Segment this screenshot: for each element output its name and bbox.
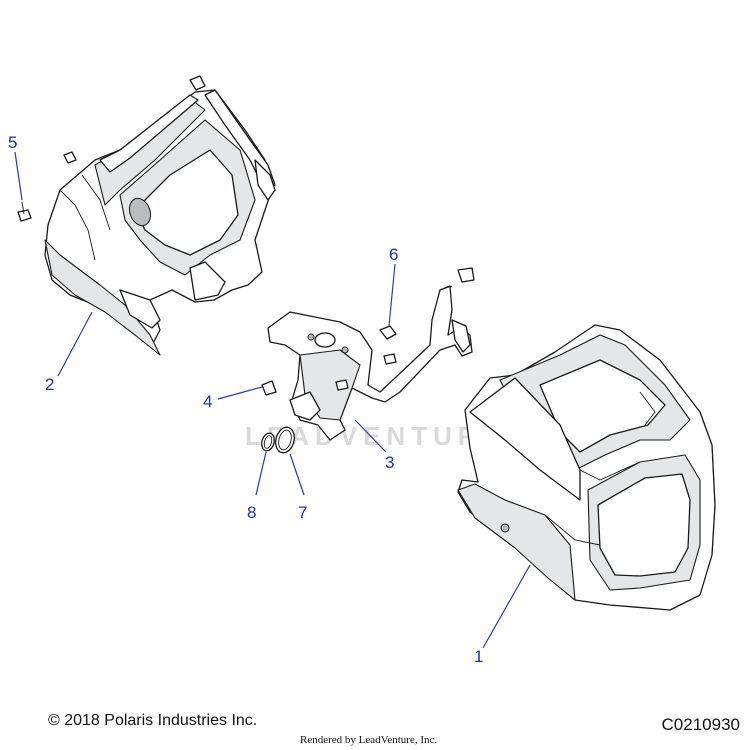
callout-5: 5 <box>8 133 17 152</box>
bracket-clip <box>457 267 475 283</box>
part-4-clip <box>261 380 277 396</box>
callout-3: 3 <box>385 453 394 472</box>
callout-8: 8 <box>247 503 256 522</box>
callout-4: 4 <box>203 392 212 411</box>
callout-1: 1 <box>474 647 483 666</box>
callout-6: 6 <box>389 245 398 264</box>
part-6-nut <box>379 325 397 340</box>
part-2-upper-fairing <box>44 75 276 356</box>
callout-2: 2 <box>45 375 54 394</box>
part-5-screw <box>17 201 32 222</box>
part-8-small-ring <box>261 432 275 452</box>
copyright-notice: © 2018 Polaris Industries Inc. <box>48 712 258 729</box>
bracket-bolts <box>335 353 397 391</box>
part-7-large-ring <box>275 426 295 454</box>
render-credit: Rendered by LeadVenture, Inc. <box>300 734 438 746</box>
part-3-bracket <box>267 285 473 441</box>
callout-7: 7 <box>298 503 307 522</box>
part-1-headlight-housing <box>457 324 716 611</box>
leader-lines <box>14 151 531 649</box>
diagram-code: C0210930 <box>661 715 740 734</box>
